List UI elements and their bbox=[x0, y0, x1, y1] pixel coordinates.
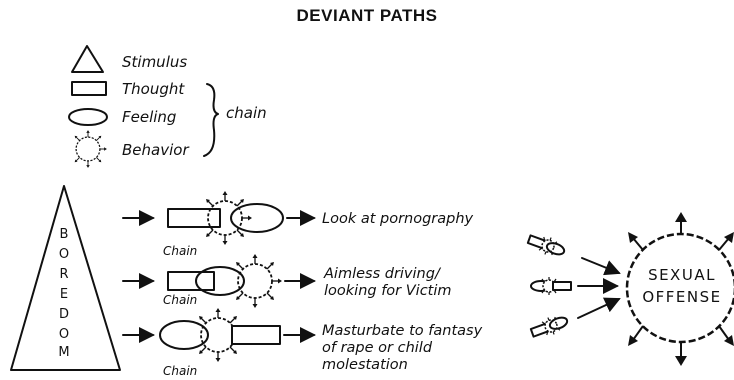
legend-behavior-label: Behavior bbox=[122, 141, 189, 159]
trigger-letter: B bbox=[60, 227, 69, 242]
trigger-letter: E bbox=[60, 287, 68, 302]
mini-chain-icon bbox=[530, 276, 572, 296]
path-2-behavior-text: Aimless driving/ bbox=[323, 266, 442, 282]
thought-rectangle-icon bbox=[167, 208, 221, 228]
feeling-ellipse-icon bbox=[159, 320, 209, 350]
feeling-ellipse-icon bbox=[230, 203, 284, 233]
chain-label: Chain bbox=[163, 364, 197, 378]
behavior-circle-icon bbox=[74, 129, 108, 169]
path-2-behavior-text: looking for Victim bbox=[324, 283, 452, 299]
arrow-icon bbox=[581, 257, 621, 276]
boredom-stimulus-triangle: B O R E D O M bbox=[10, 185, 121, 371]
mini-chain-icon bbox=[529, 314, 569, 338]
arrow-icon bbox=[577, 297, 621, 319]
path-2: Chain Aimless driving/ looking for Victi… bbox=[122, 253, 619, 309]
outcome-label: OFFENSE bbox=[642, 288, 721, 306]
legend-thought-label: Thought bbox=[122, 80, 185, 98]
thought-rectangle-icon bbox=[167, 271, 215, 291]
path-3-behavior-text: molestation bbox=[322, 357, 408, 373]
trigger-letter: R bbox=[59, 267, 68, 282]
sexual-offense-outcome: SEXUAL OFFENSE bbox=[625, 212, 734, 366]
feeling-ellipse-icon bbox=[68, 108, 108, 126]
legend: Stimulus Thought Feeling Behavior chain bbox=[68, 45, 267, 169]
chain-label: Chain bbox=[163, 293, 197, 307]
stimulus-triangle-icon bbox=[71, 45, 104, 73]
path-3-behavior-text: Masturbate to fantasy bbox=[322, 323, 483, 339]
feeling-ellipse-icon bbox=[195, 266, 245, 296]
path-1: Chain Look at pornography bbox=[122, 190, 621, 276]
chain-brace-icon bbox=[203, 83, 219, 157]
legend-feeling-label: Feeling bbox=[122, 108, 176, 126]
trigger-letter: O bbox=[59, 327, 69, 342]
outcome-label: SEXUAL bbox=[648, 266, 716, 284]
thought-rectangle-icon bbox=[71, 81, 107, 96]
legend-chain-label: chain bbox=[226, 104, 267, 122]
mini-chain-icon bbox=[526, 234, 566, 258]
trigger-letter: D bbox=[59, 307, 69, 322]
path-3-behavior-text: of rape or child bbox=[322, 340, 433, 356]
legend-stimulus-label: Stimulus bbox=[122, 53, 187, 71]
path-3: Chain Masturbate to fantasy of rape or c… bbox=[122, 297, 621, 378]
path-1-behavior-text: Look at pornography bbox=[322, 211, 474, 227]
trigger-letter: O bbox=[59, 247, 69, 262]
trigger-letter: M bbox=[58, 345, 69, 360]
chain-label: Chain bbox=[163, 244, 197, 258]
diagram-title: DEVIANT PATHS bbox=[296, 6, 438, 25]
thought-rectangle-icon bbox=[231, 325, 281, 345]
behavior-circle-icon bbox=[235, 253, 283, 309]
